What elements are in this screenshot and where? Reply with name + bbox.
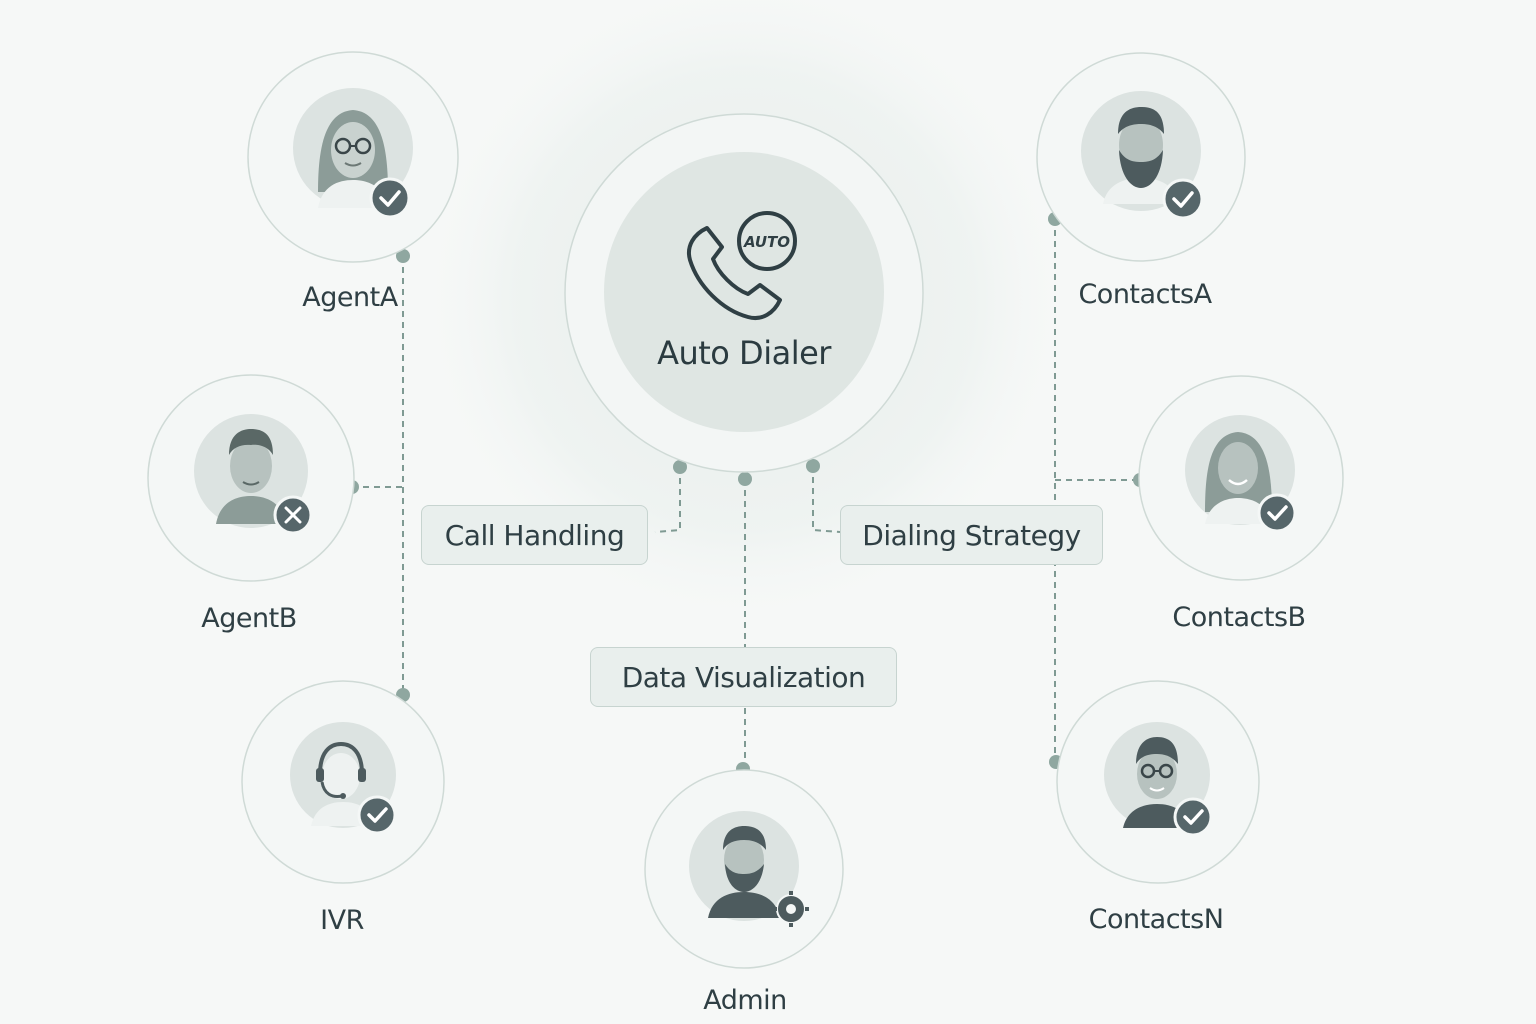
- agenta-node[interactable]: [247, 51, 459, 263]
- agentb-label: AgentB: [201, 603, 297, 634]
- call-handling-module[interactable]: Call Handling: [421, 505, 648, 565]
- connector-dots: [345, 212, 1147, 776]
- contactsa-label: ContactsA: [1078, 279, 1212, 310]
- dot-center-mid: [738, 472, 752, 486]
- gear-badge-icon: [773, 891, 809, 927]
- man-avatar-icon: [216, 429, 286, 524]
- dot-agenta: [396, 249, 410, 263]
- contactsb-node[interactable]: [1138, 375, 1344, 581]
- check-badge-icon: [357, 795, 397, 835]
- auto-badge-icon: [737, 211, 797, 271]
- center-title: Auto Dialer: [657, 334, 831, 372]
- ivr-label: IVR: [320, 905, 364, 936]
- connector-dialing-strategy: [812, 466, 841, 533]
- dot-center-right: [806, 459, 820, 473]
- cross-badge-icon: [273, 495, 313, 535]
- dot-center-left: [673, 460, 687, 474]
- admin-node[interactable]: [644, 769, 844, 969]
- man-beard-avatar-icon: [708, 826, 780, 918]
- data-visualization-module[interactable]: Data Visualization: [590, 647, 897, 707]
- phone-icon: [687, 226, 782, 320]
- check-badge-icon: [369, 177, 411, 219]
- admin-label: Admin: [703, 985, 787, 1016]
- man-beard-avatar-icon: [1103, 107, 1179, 204]
- check-badge-icon: [1162, 178, 1204, 220]
- connectors: [352, 219, 1140, 768]
- contactsn-label: ContactsN: [1088, 904, 1224, 935]
- contactsb-label: ContactsB: [1172, 602, 1306, 633]
- man-glasses-avatar-icon: [1123, 737, 1191, 828]
- auto-dialer-node[interactable]: AUTO: [564, 113, 924, 473]
- check-badge-icon: [1257, 493, 1297, 533]
- agentb-node[interactable]: [147, 374, 355, 582]
- contactsn-node[interactable]: [1056, 680, 1260, 884]
- auto-badge-text: AUTO: [743, 233, 790, 251]
- check-badge-icon: [1173, 797, 1213, 837]
- woman-avatar-icon: [1205, 432, 1272, 524]
- dialing-strategy-module[interactable]: Dialing Strategy: [840, 505, 1103, 565]
- ivr-node[interactable]: [241, 680, 445, 884]
- contactsa-node[interactable]: [1036, 52, 1246, 262]
- agenta-label: AgentA: [302, 282, 398, 313]
- connector-call-handling: [654, 467, 681, 533]
